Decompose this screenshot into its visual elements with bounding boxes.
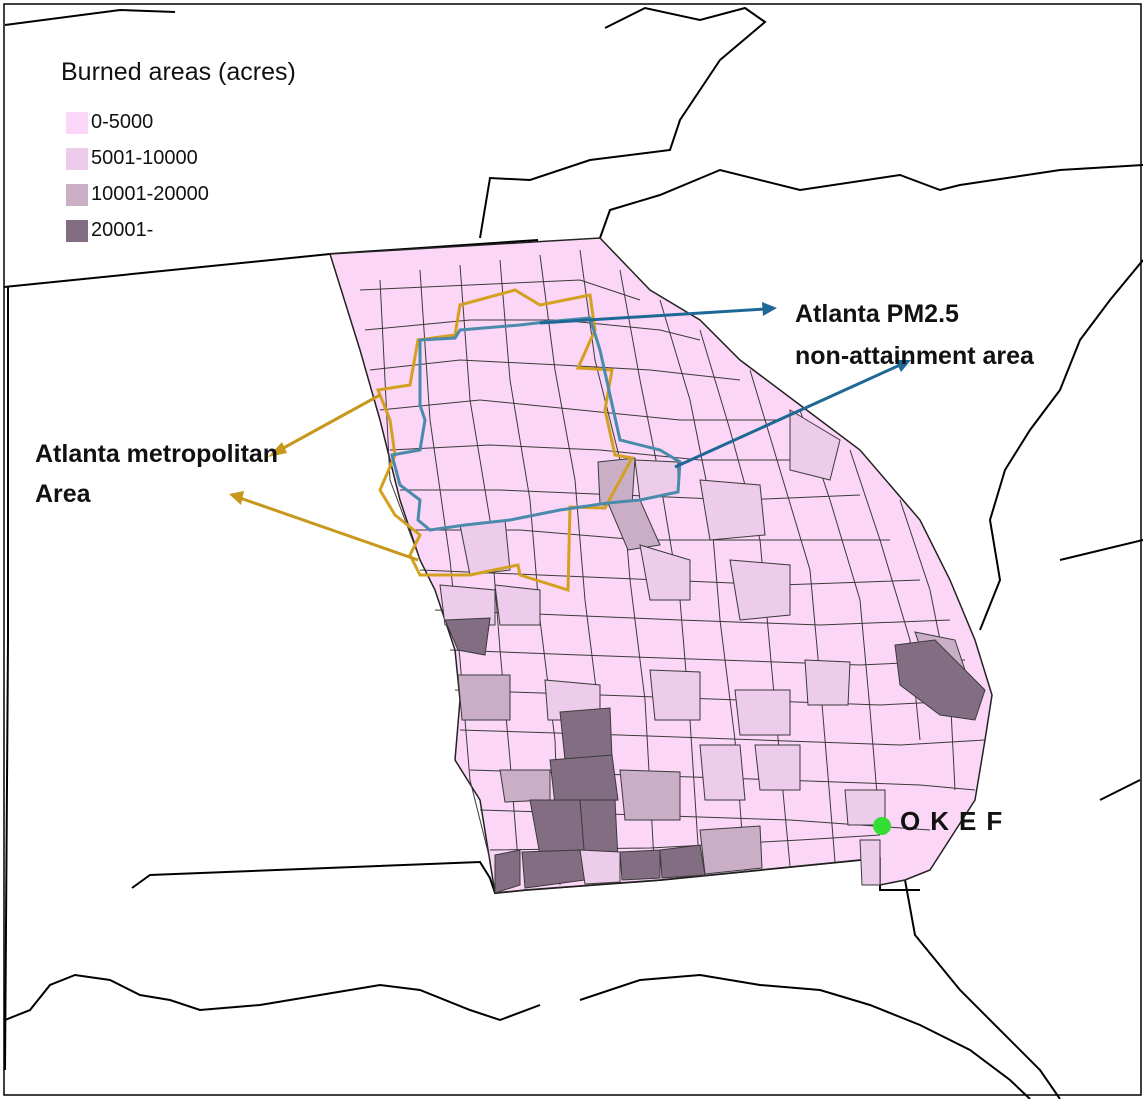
pm25-arrow-1 [539,302,777,325]
legend-item: 5001-10000 [66,147,198,170]
shaded-county [549,754,619,806]
shaded-county [804,659,851,706]
okef-site-label: OKEF [900,806,1013,836]
legend-item: 10001-20000 [66,183,209,206]
legend-swatch [66,111,88,134]
shaded-county [444,617,491,656]
shaded-county [729,559,791,621]
shaded-county [659,844,706,879]
legend-swatch [66,147,88,170]
legend-label: 10001-20000 [91,183,209,205]
legend-item: 20001- [66,219,153,242]
metro-annotation: Atlanta metropolitan Area [35,436,278,512]
legend-label: 20001- [91,219,154,241]
shaded-county [894,639,986,721]
shaded-counties [439,409,986,894]
legend-label: 5001-10000 [91,147,198,169]
legend-item: 0-5000 [66,111,153,134]
shaded-county [529,799,586,856]
shaded-county [494,849,521,894]
legend-label: 0-5000 [91,111,154,133]
shaded-county [789,409,841,481]
pm25-arrow-2 [674,360,911,469]
shaded-county [439,584,496,626]
okef-site-marker [873,817,891,835]
shaded-county [859,839,881,886]
shaded-county [499,769,551,803]
state-outlines [3,6,1143,1099]
legend-swatch [66,183,88,206]
shaded-county [559,707,613,761]
shaded-county [494,584,541,626]
shaded-county [734,689,791,736]
metro-label-line2: Area [35,480,91,508]
pm25-label-line2: non-attainment area [795,342,1034,370]
map-frame [3,3,1142,1096]
annotation-arrows [229,302,911,562]
legend-swatch [66,219,88,242]
metro-arrow-1 [268,393,381,457]
shaded-county [699,479,766,541]
legend-title: Burned areas (acres) [61,58,296,86]
shaded-county [579,849,621,885]
atlanta-metropolitan-boundary [375,288,635,593]
shaded-county [649,669,701,721]
shaded-county [699,825,763,875]
pm25-annotation: Atlanta PM2.5 non-attainment area [795,296,1034,374]
metro-label-line1: Atlanta metropolitan [35,440,279,468]
shaded-county [699,744,746,801]
shaded-county [619,769,681,821]
atlanta-pm25-boundary [390,316,682,532]
shaded-county [619,849,661,881]
shaded-county [457,674,511,721]
pm25-label-line1: Atlanta PM2.5 [795,300,959,328]
shaded-county [639,544,691,601]
shaded-county [754,744,801,791]
metro-arrow-2 [229,491,419,562]
